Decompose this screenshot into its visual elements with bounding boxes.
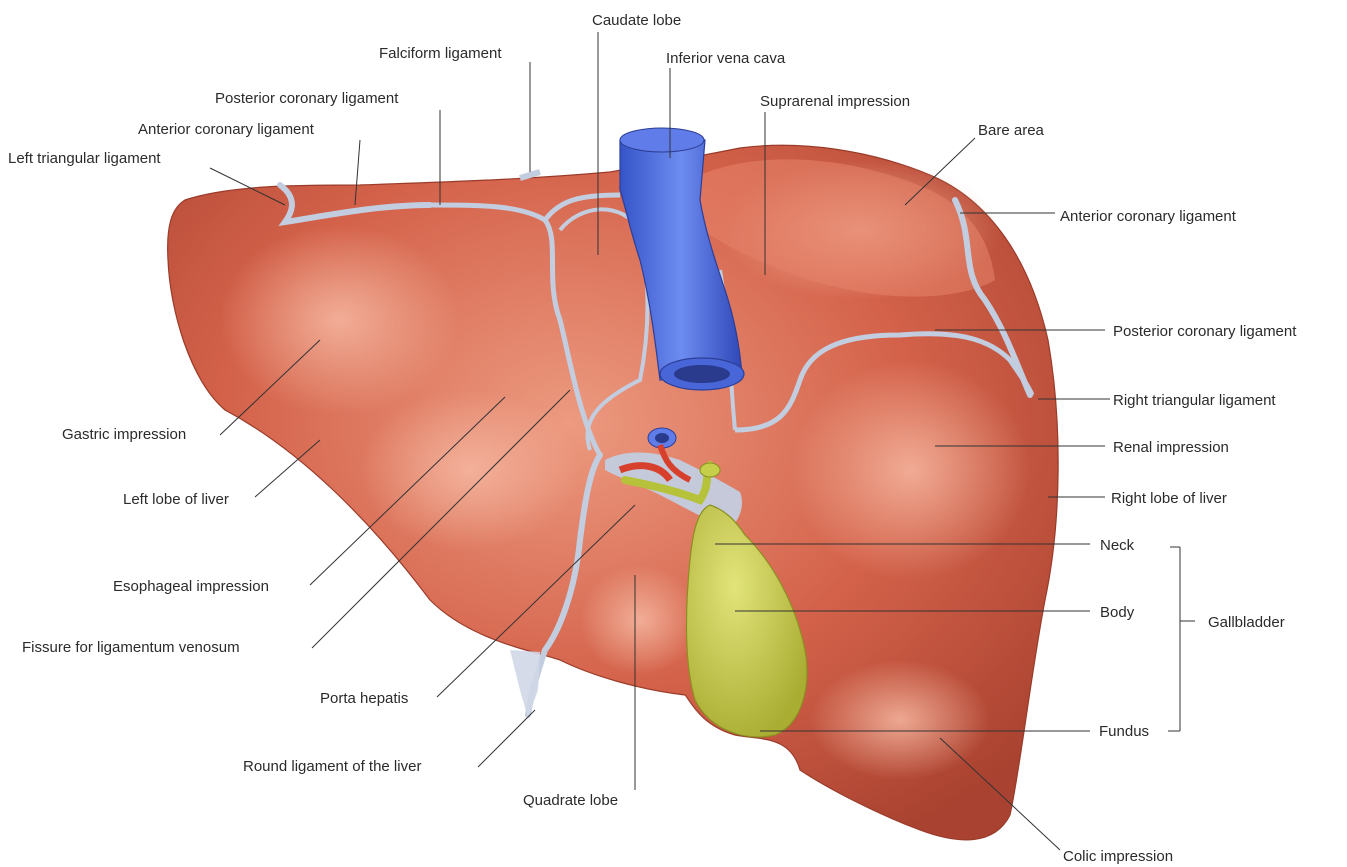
- label-suprarenal-impression: Suprarenal impression: [760, 93, 910, 111]
- label-porta-hepatis: Porta hepatis: [320, 690, 408, 708]
- label-bare-area: Bare area: [978, 122, 1044, 140]
- label-round-ligament: Round ligament of the liver: [243, 758, 421, 776]
- label-fundus: Fundus: [1099, 723, 1149, 741]
- label-right-lobe-of-liver: Right lobe of liver: [1111, 490, 1227, 508]
- label-quadrate-lobe: Quadrate lobe: [523, 792, 618, 810]
- label-gallbladder: Gallbladder: [1208, 614, 1285, 632]
- label-colic-impression: Colic impression: [1063, 848, 1173, 866]
- label-left-triangular-ligament: Left triangular ligament: [8, 150, 161, 168]
- label-falciform-ligament: Falciform ligament: [379, 45, 502, 63]
- label-esophageal-impression: Esophageal impression: [113, 578, 269, 596]
- label-anterior-coronary-ligament-left: Anterior coronary ligament: [138, 121, 314, 139]
- label-body: Body: [1100, 604, 1134, 622]
- label-right-triangular-ligament: Right triangular ligament: [1113, 392, 1276, 410]
- label-renal-impression: Renal impression: [1113, 439, 1229, 457]
- label-neck: Neck: [1100, 537, 1134, 555]
- label-left-lobe-of-liver: Left lobe of liver: [123, 491, 229, 509]
- label-gastric-impression: Gastric impression: [62, 426, 186, 444]
- label-inferior-vena-cava: Inferior vena cava: [666, 50, 785, 68]
- label-posterior-coronary-ligament-left: Posterior coronary ligament: [215, 90, 398, 108]
- label-posterior-coronary-ligament-right: Posterior coronary ligament: [1113, 323, 1296, 341]
- label-fissure-ligamentum-venosum: Fissure for ligamentum venosum: [22, 639, 240, 657]
- label-anterior-coronary-ligament-right: Anterior coronary ligament: [1060, 208, 1236, 226]
- label-caudate-lobe: Caudate lobe: [592, 12, 681, 30]
